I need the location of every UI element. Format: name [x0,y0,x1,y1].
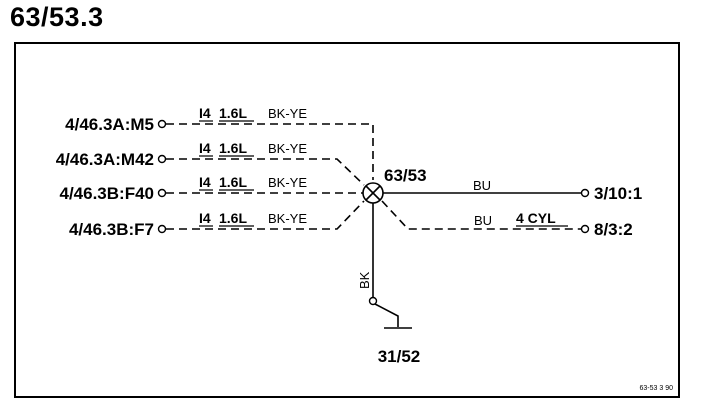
terminal-m5 [157,119,167,129]
diagram-frame [14,42,680,398]
ground-symbol [368,296,412,329]
splice-symbol [362,182,384,204]
wire-color-3-10-1: BU [473,178,491,193]
wire-color-f40: BK-YE [268,175,307,190]
ground-label: 31/52 [378,347,421,366]
connector-label-3-10-1: 3/10:1 [594,184,642,203]
connector-label-f7: 4/46.3B:F7 [69,220,154,239]
terminal-f7 [157,224,167,234]
wire-color-8-3-2: BU [474,213,492,228]
wire-color-m5: BK-YE [268,106,307,121]
terminal-m42 [157,154,167,164]
terminal-f40 [157,188,167,198]
connector-label-8-3-2: 8/3:2 [594,220,633,239]
wire-gauge-f40: 1.6L [219,174,247,190]
splice-label: 63/53 [384,166,427,185]
wire-note-8-3-2: 4 CYL [516,210,556,226]
wire-spec-f40: I4 [199,174,211,190]
connector-label-m5: 4/46.3A:M5 [65,115,154,134]
wire-spec-f7: I4 [199,210,211,226]
wire-m5 [166,123,374,180]
terminal-8-3-2 [580,224,590,234]
terminal-3-10-1 [580,188,590,198]
wire-color-f7: BK-YE [268,211,307,226]
wire-gauge-f7: 1.6L [219,210,247,226]
wire-spec-m42: I4 [199,140,211,156]
wire-gauge-m5: 1.6L [219,105,247,121]
wire-gauge-m42: 1.6L [219,140,247,156]
wire-m42 [166,158,365,186]
connector-label-m42: 4/46.3A:M42 [56,150,154,169]
wire-spec-m5: I4 [199,105,211,121]
wire-color-m42: BK-YE [268,141,307,156]
page-title: 63/53.3 [10,2,104,32]
footer-code: 63-53 3 90 [640,385,674,392]
wire-f7 [166,200,365,230]
connector-label-f40: 4/46.3B:F40 [60,184,155,203]
ground-wire-color: BK [357,271,372,289]
